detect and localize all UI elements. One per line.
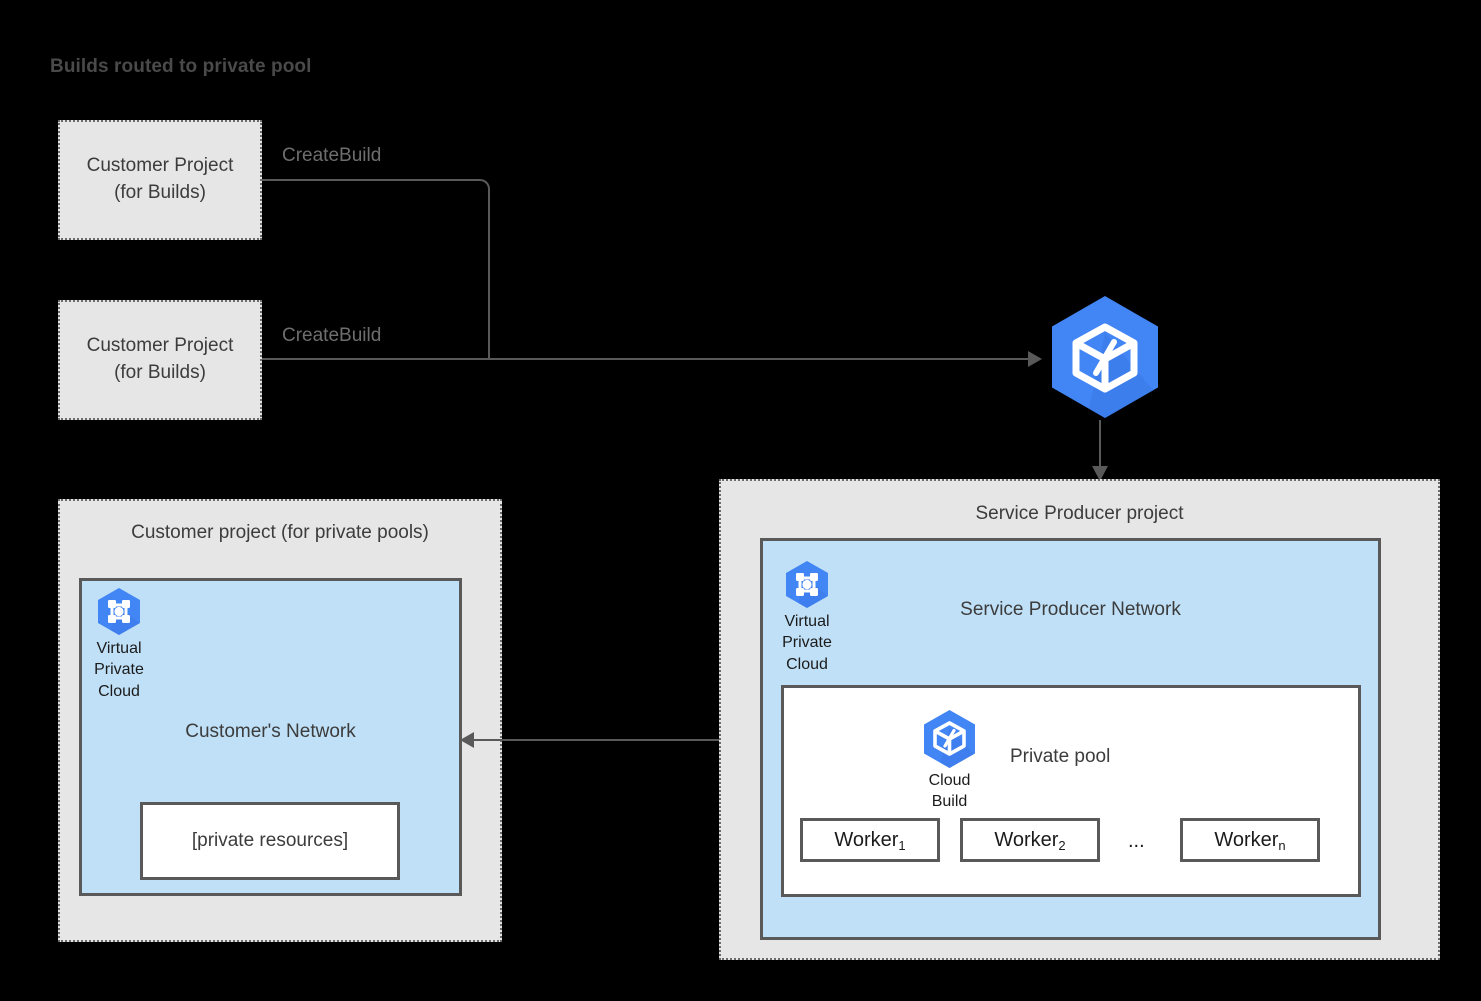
private-resources-box: [private resources] [140, 802, 400, 880]
workers-ellipsis: ... [1128, 830, 1145, 852]
cloud-build-icon-private-pool: Cloud Build [918, 708, 981, 813]
arrow-to-cloud-build [1028, 351, 1042, 367]
private-pool-title: Private pool [1010, 746, 1111, 767]
worker-label-2: Worker2 [994, 828, 1066, 853]
cloud-build-service-icon [1044, 293, 1166, 423]
worker-box-n: Workern [1180, 818, 1320, 862]
connector-line-box1-vertical [488, 189, 490, 359]
worker-box-1: Worker1 [800, 818, 940, 862]
connector-line-box1-horizontal [262, 179, 480, 181]
worker-subscript-n: n [1278, 837, 1286, 853]
service-producer-project-title: Service Producer project [975, 503, 1184, 524]
worker-label-1: Worker1 [834, 828, 906, 853]
customer-project-builds-label-1: Customer Project (for Builds) [86, 155, 234, 203]
customers-network-title: Customer's Network [185, 721, 356, 742]
virtual-private-cloud-caption-producer: Virtual Private Cloud [782, 613, 832, 673]
cloud-build-caption-private-pool: Cloud Build [928, 772, 971, 811]
arrow-down-to-service-producer [1092, 466, 1108, 481]
worker-label-n: Workern [1214, 828, 1286, 853]
virtual-private-cloud-glyph [98, 588, 140, 635]
worker-subscript-1: 1 [898, 837, 906, 853]
virtual-private-cloud-icon-customer: Virtual Private Cloud [92, 586, 146, 702]
customer-project-builds-box-2: Customer Project (for Builds) [58, 300, 262, 420]
cloud-build-glyph [924, 710, 975, 768]
connector-cloudbuild-to-service-producer [1099, 420, 1101, 468]
connector-networks-bidirectional [472, 739, 752, 741]
arrow-left-to-customers-network [460, 732, 474, 748]
virtual-private-cloud-glyph [786, 561, 828, 608]
customer-project-builds-label-2: Customer Project (for Builds) [86, 335, 234, 383]
create-build-label-2: CreateBuild [282, 325, 382, 346]
virtual-private-cloud-caption-customer: Virtual Private Cloud [94, 640, 144, 700]
private-resources-label: [private resources] [191, 829, 349, 851]
create-build-label-1: CreateBuild [282, 145, 382, 166]
worker-subscript-2: 2 [1058, 837, 1066, 853]
connector-corner-box1 [478, 179, 490, 191]
customer-private-pool-project-title: Customer project (for private pools) [131, 522, 429, 543]
diagram-title: Builds routed to private pool [50, 56, 312, 77]
worker-box-2: Worker2 [960, 818, 1100, 862]
service-producer-network-title: Service Producer Network [960, 599, 1181, 620]
virtual-private-cloud-icon-producer: Virtual Private Cloud [780, 559, 834, 675]
private-pool-box [781, 685, 1361, 897]
connector-line-box2-to-cloudbuild [262, 358, 1032, 360]
customer-project-builds-box-1: Customer Project (for Builds) [58, 120, 262, 240]
